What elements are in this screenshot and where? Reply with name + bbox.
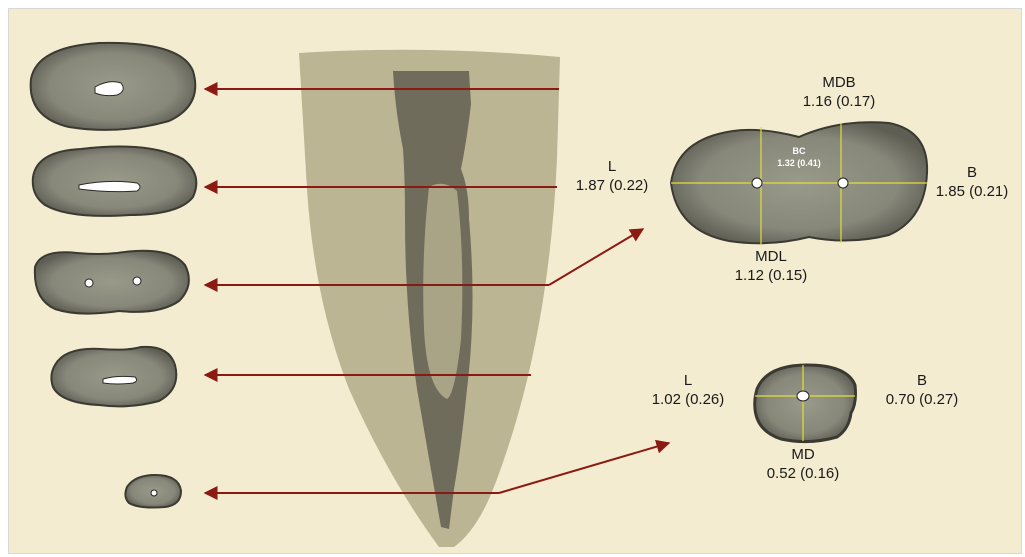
label-b-lower-name: B bbox=[877, 371, 967, 390]
section-1 bbox=[31, 43, 196, 130]
label-l-upper-value: 1.87 (0.22) bbox=[567, 176, 657, 195]
label-b-upper: B 1.85 (0.21) bbox=[927, 163, 1017, 201]
canal-isthmus bbox=[423, 184, 462, 399]
label-l-lower-value: 1.02 (0.26) bbox=[643, 390, 733, 409]
label-bc: BC 1.32 (0.41) bbox=[759, 145, 839, 169]
label-md-value: 0.52 (0.16) bbox=[753, 464, 853, 483]
arrow-to-lower-detail bbox=[499, 443, 669, 493]
label-mdl: MDL 1.12 (0.15) bbox=[721, 247, 821, 285]
label-mdl-name: MDL bbox=[721, 247, 821, 266]
label-mdb-name: MDB bbox=[779, 73, 899, 92]
label-l-lower-name: L bbox=[643, 371, 733, 390]
section-5 bbox=[125, 475, 181, 508]
label-b-lower: B 0.70 (0.27) bbox=[877, 371, 967, 409]
label-mdl-value: 1.12 (0.15) bbox=[721, 266, 821, 285]
label-bc-value: 1.32 (0.41) bbox=[759, 157, 839, 169]
label-md-name: MD bbox=[753, 445, 853, 464]
section-3 bbox=[35, 251, 189, 314]
label-l-lower: L 1.02 (0.26) bbox=[643, 371, 733, 409]
label-l-upper-name: L bbox=[567, 157, 657, 176]
label-b-lower-value: 0.70 (0.27) bbox=[877, 390, 967, 409]
lower-detail-section bbox=[755, 365, 856, 442]
figure-panel: MDB 1.16 (0.17) L 1.87 (0.22) B 1.85 (0.… bbox=[8, 8, 1022, 554]
upper-detail-section bbox=[671, 122, 927, 245]
label-mdb-value: 1.16 (0.17) bbox=[779, 92, 899, 111]
arrow-to-upper-detail bbox=[549, 229, 643, 285]
section-2 bbox=[33, 147, 197, 216]
label-b-upper-name: B bbox=[927, 163, 1017, 182]
label-mdb: MDB 1.16 (0.17) bbox=[779, 73, 899, 111]
label-md: MD 0.52 (0.16) bbox=[753, 445, 853, 483]
section-4 bbox=[51, 347, 176, 407]
label-l-upper: L 1.87 (0.22) bbox=[567, 157, 657, 195]
label-b-upper-value: 1.85 (0.21) bbox=[927, 182, 1017, 201]
label-bc-name: BC bbox=[759, 145, 839, 157]
